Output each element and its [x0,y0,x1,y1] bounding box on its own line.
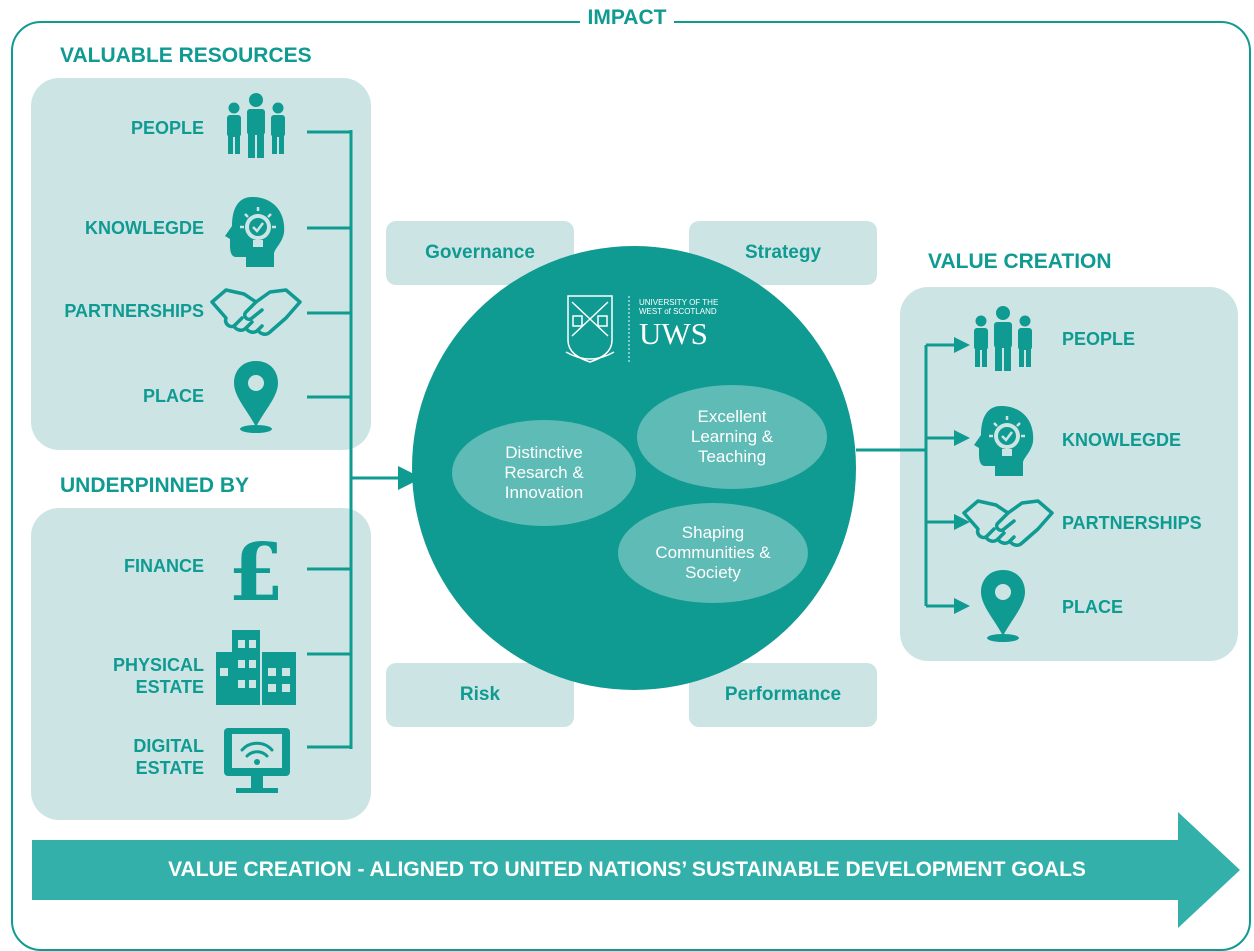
resource-label-people: PEOPLE [130,118,204,138]
underpinned-panel [31,508,371,820]
core-communities: Shaping Communities & Society [618,503,808,603]
pound-icon: £ [228,525,284,619]
logo-uws: UWS [639,316,708,351]
resources-heading: VALUABLE RESOURCES [60,44,312,67]
sdg-banner-arrow [32,812,1240,928]
knowledge-head-icon [223,195,286,269]
input-arrow [398,466,422,490]
impact-title: IMPACT [0,6,1254,30]
resource-label-knowledge: KNOWLEGDE [85,218,204,238]
value-label-partnerships: PARTNERSHIPS [1062,513,1202,533]
underpinned-label-digital-estate: DIGITAL ESTATE [133,736,204,778]
people-icon [974,306,1032,371]
sdg-banner-text: VALUE CREATION - ALIGNED TO UNITED NATIO… [168,858,1086,881]
value-creation-heading: VALUE CREATION [928,250,1112,273]
resources-panel [31,78,371,450]
core-learning: Excellent Learning & Teaching [637,385,827,489]
value-label-knowledge: KNOWLEGDE [1062,430,1181,450]
monitor-wifi-icon [224,728,290,793]
underpinned-label-physical-estate: PHYSICAL ESTATE [112,655,204,697]
input-connectors [307,130,402,749]
uws-crest-icon [565,295,615,363]
handshake-icon [210,288,302,336]
pillar-governance: Governance [386,221,574,285]
output-arrow [954,430,970,446]
underpinned-label-finance: FINANCE [124,556,204,576]
pillar-performance: Performance [689,663,877,727]
building-icon [216,630,296,705]
output-arrow [954,337,970,353]
knowledge-head-icon [972,404,1035,478]
logo-university-line2: WEST of SCOTLAND [639,307,717,316]
handshake-icon [962,499,1054,547]
resource-label-partnerships: PARTNERSHIPS [64,301,204,321]
pillar-risk: Risk [386,663,574,727]
place-pin-icon [981,570,1025,642]
people-icon [227,93,285,158]
output-connectors [856,343,956,608]
logo-university-line1: UNIVERSITY OF THE [639,298,718,307]
underpinned-heading: UNDERPINNED BY [60,474,250,497]
resource-label-place: PLACE [142,386,204,406]
output-arrow [954,598,970,614]
core-research: Distinctive Resarch & Innovation [452,420,636,526]
place-pin-icon [234,361,278,433]
value-label-place: PLACE [1062,597,1124,617]
value-label-people: PEOPLE [1062,329,1136,349]
output-arrow [954,514,970,530]
